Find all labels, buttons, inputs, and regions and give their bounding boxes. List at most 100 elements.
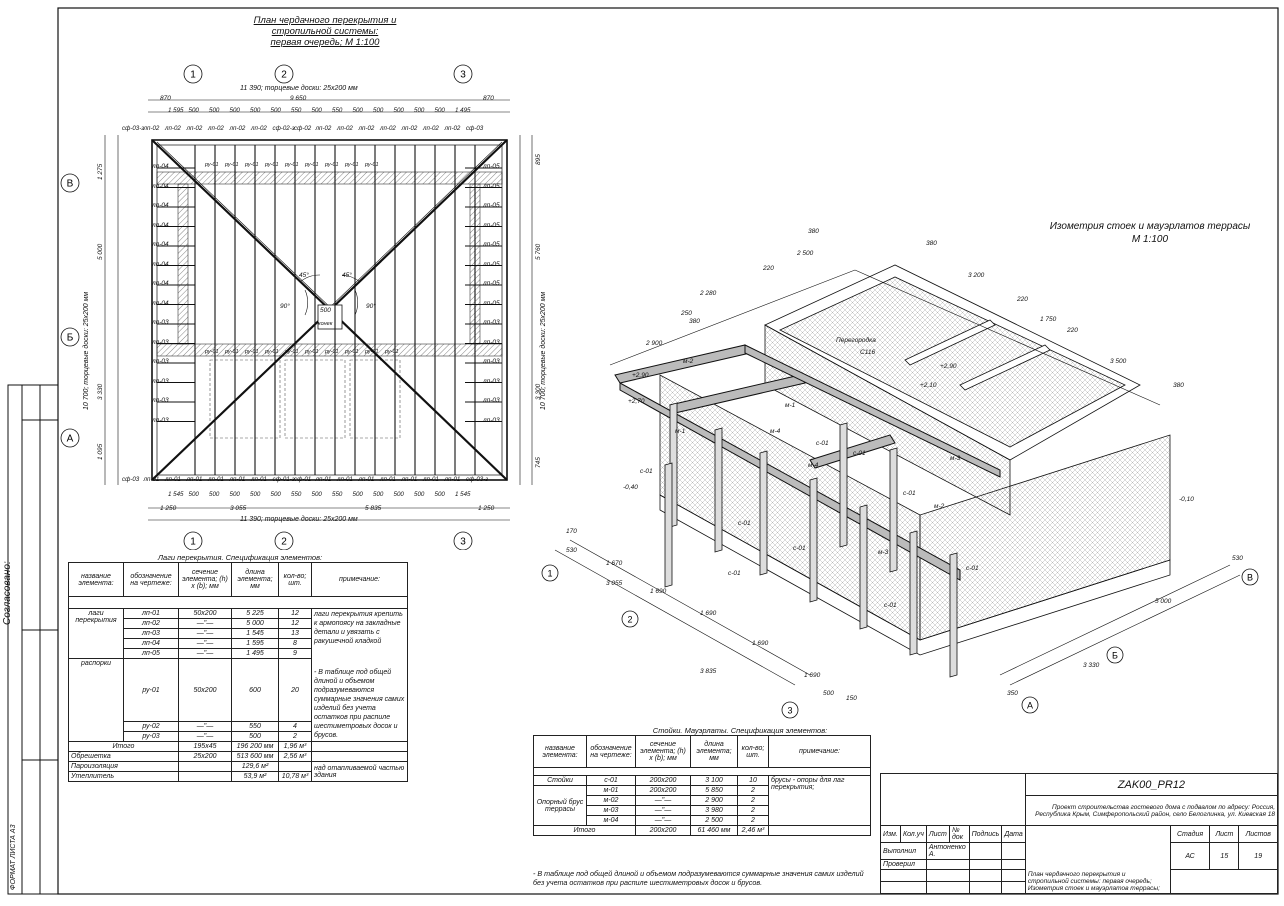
- iso-label: 170: [566, 528, 577, 535]
- plan-axis-bottom-bubble: [453, 531, 473, 550]
- iso-label: 3 055: [606, 580, 623, 587]
- t1-cell: лп-01: [123, 608, 179, 619]
- iso-label: 3 330: [1083, 662, 1100, 669]
- t2-cell: —"—: [635, 795, 691, 806]
- iso-axis-label: 3: [787, 706, 792, 716]
- t2-h3: сечение элемента; (h) x (b); мм: [635, 735, 691, 768]
- t2-h5: кол-во; шт.: [737, 735, 769, 768]
- iso-label: 150: [846, 695, 857, 702]
- iso-axis-label: 2: [627, 615, 632, 625]
- iso-label: 220: [1067, 327, 1078, 334]
- iso-label: м-4: [770, 428, 781, 435]
- stamp-code: ZAK00_PR12: [1024, 773, 1279, 796]
- stamp-col: Подпись: [968, 825, 1003, 843]
- t1-cell: ру-01: [123, 658, 179, 722]
- plan-label: сф-03-з: [466, 476, 489, 483]
- plan-label: конек: [318, 321, 333, 327]
- plan-label: 500: [209, 107, 220, 114]
- plan-label: лп-05: [483, 299, 500, 307]
- iso-label: 1 670: [606, 560, 623, 567]
- plan-label: 1 095: [97, 443, 104, 460]
- plan-label: 500: [188, 491, 199, 498]
- iso-label: с-01: [738, 520, 751, 527]
- plan-label: 500: [352, 107, 363, 114]
- plan-label: лп-03: [152, 338, 169, 346]
- iso-label: 250: [681, 310, 692, 317]
- t2-h6: примечание:: [768, 735, 871, 768]
- t1-cell: 600: [231, 658, 279, 722]
- plan-bottom-dim: 11 390; торцевые доски: 25x200 мм: [240, 516, 358, 523]
- plan-label: 500: [250, 107, 261, 114]
- t2-cell: 5 850: [690, 785, 738, 796]
- plan-label: лп-01: [444, 476, 461, 483]
- plan-axis-left-bubble: [60, 428, 80, 448]
- post-shape: [664, 462, 673, 588]
- plan-label: лп-01: [251, 476, 267, 483]
- plan-label: лп-03: [152, 358, 169, 365]
- plan-label: лп-01: [380, 476, 396, 483]
- plan-top-dim: 11 390; торцевые доски: 25x200 мм: [240, 85, 358, 92]
- plan-label: лп-01: [229, 476, 246, 483]
- plan-label: 500: [434, 491, 445, 498]
- plan-label: 1 250: [160, 505, 177, 512]
- iso-label: 380: [926, 240, 937, 247]
- iso-label: м-3: [878, 549, 889, 556]
- plan-label: 1 545: [168, 491, 184, 498]
- stamp-col: № док: [948, 825, 970, 843]
- plan-axis-top-bubble: [274, 64, 294, 84]
- plan-title: План чердачного перекрытия и стропильной…: [253, 15, 397, 48]
- t1-note2: - В таблице под общей длиной и объемом п…: [314, 669, 405, 739]
- plan-label: лп-03: [152, 377, 169, 385]
- t2-cell: 61 460 мм: [690, 825, 738, 836]
- plan-label: 1 495: [455, 107, 471, 114]
- t1-cell: ру-02: [123, 721, 179, 732]
- t1-cell: лп-05: [123, 648, 179, 659]
- iso-label: +2,90: [632, 372, 649, 379]
- t1-group1: лаги перекрытия: [68, 608, 124, 659]
- iso-label: 220: [1017, 296, 1028, 303]
- iso-label: +2,70: [628, 398, 645, 405]
- t1-cell: 13: [278, 628, 312, 639]
- plan-label: 500: [229, 107, 240, 114]
- t1-cell: 50x200: [178, 608, 232, 619]
- t1-cell: 2: [278, 731, 312, 742]
- iso-label: 2 900: [646, 340, 663, 347]
- plan-label: лп-01: [337, 476, 353, 483]
- iso-label: с-01: [966, 565, 979, 572]
- iso-label: с-01: [728, 570, 741, 577]
- t1-cell: 2,56 м³: [278, 751, 312, 762]
- iso-label: 5 000: [1155, 598, 1172, 605]
- plan-label: ру-01: [285, 162, 299, 168]
- plan-left-dim: 10 700; торцевые доски: 25x200 мм: [83, 291, 90, 410]
- plan-axis-bottom-label: 1: [190, 537, 196, 548]
- t1-cell: —"—: [178, 618, 232, 629]
- t2-cell: м-03: [586, 805, 636, 816]
- t1-h2: обозначение на чертеже:: [123, 562, 179, 597]
- plan-label: лп-03: [483, 319, 500, 326]
- t1-cell: [278, 761, 312, 772]
- plan-label: лп-01: [186, 476, 203, 483]
- plan-axis-top-label: 2: [281, 70, 287, 81]
- iso-label: +2,90: [940, 363, 957, 370]
- plan-label: 5 000: [97, 243, 104, 260]
- t1-cell: ру-03: [123, 731, 179, 742]
- plan-label: 3 055: [230, 505, 247, 512]
- iso-label: 1 690: [804, 672, 821, 679]
- plan-label: ру-01: [305, 162, 319, 168]
- plan-label: лп-04: [152, 202, 169, 209]
- iso-label: 380: [1173, 382, 1184, 389]
- t1-cell: 10,78 м³: [278, 771, 312, 782]
- stamp-sheets-h: Листов: [1238, 825, 1278, 843]
- plan-label: лп-02: [315, 125, 332, 132]
- t2-cell: 3 980: [690, 805, 738, 816]
- plan-label: 500: [320, 307, 331, 314]
- plan-label: лп-02: [165, 125, 181, 132]
- iso-label: с-01: [853, 450, 866, 457]
- plan-label: ру-01: [365, 349, 379, 355]
- t2-group1: Стойки: [533, 775, 587, 786]
- plan-axis-bottom-label: 3: [460, 537, 466, 548]
- t1-empty: [311, 751, 408, 762]
- iso-label: м-1: [785, 402, 796, 409]
